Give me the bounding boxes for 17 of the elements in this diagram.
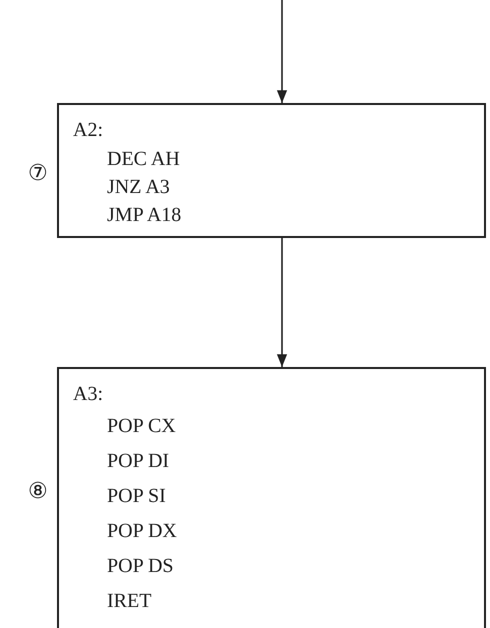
arrow [276, 0, 288, 103]
code-line: POP SI [107, 484, 167, 509]
label-text: A3: [73, 382, 104, 407]
code-line: POP DX [107, 519, 178, 544]
code-line: JMP A18 [107, 203, 182, 228]
code-line: POP DI [107, 449, 170, 474]
code-box [57, 103, 486, 238]
code-line: JNZ A3 [107, 175, 171, 200]
code-line: IRET [107, 589, 152, 614]
step-number: ⑦ [28, 160, 48, 186]
code-line: DEC AH [107, 147, 181, 172]
arrow [276, 238, 288, 367]
label-text: A2: [73, 118, 104, 143]
step-number: ⑧ [28, 478, 48, 504]
code-line: POP CX [107, 414, 177, 439]
code-box [57, 367, 486, 628]
code-line: POP DS [107, 554, 175, 579]
